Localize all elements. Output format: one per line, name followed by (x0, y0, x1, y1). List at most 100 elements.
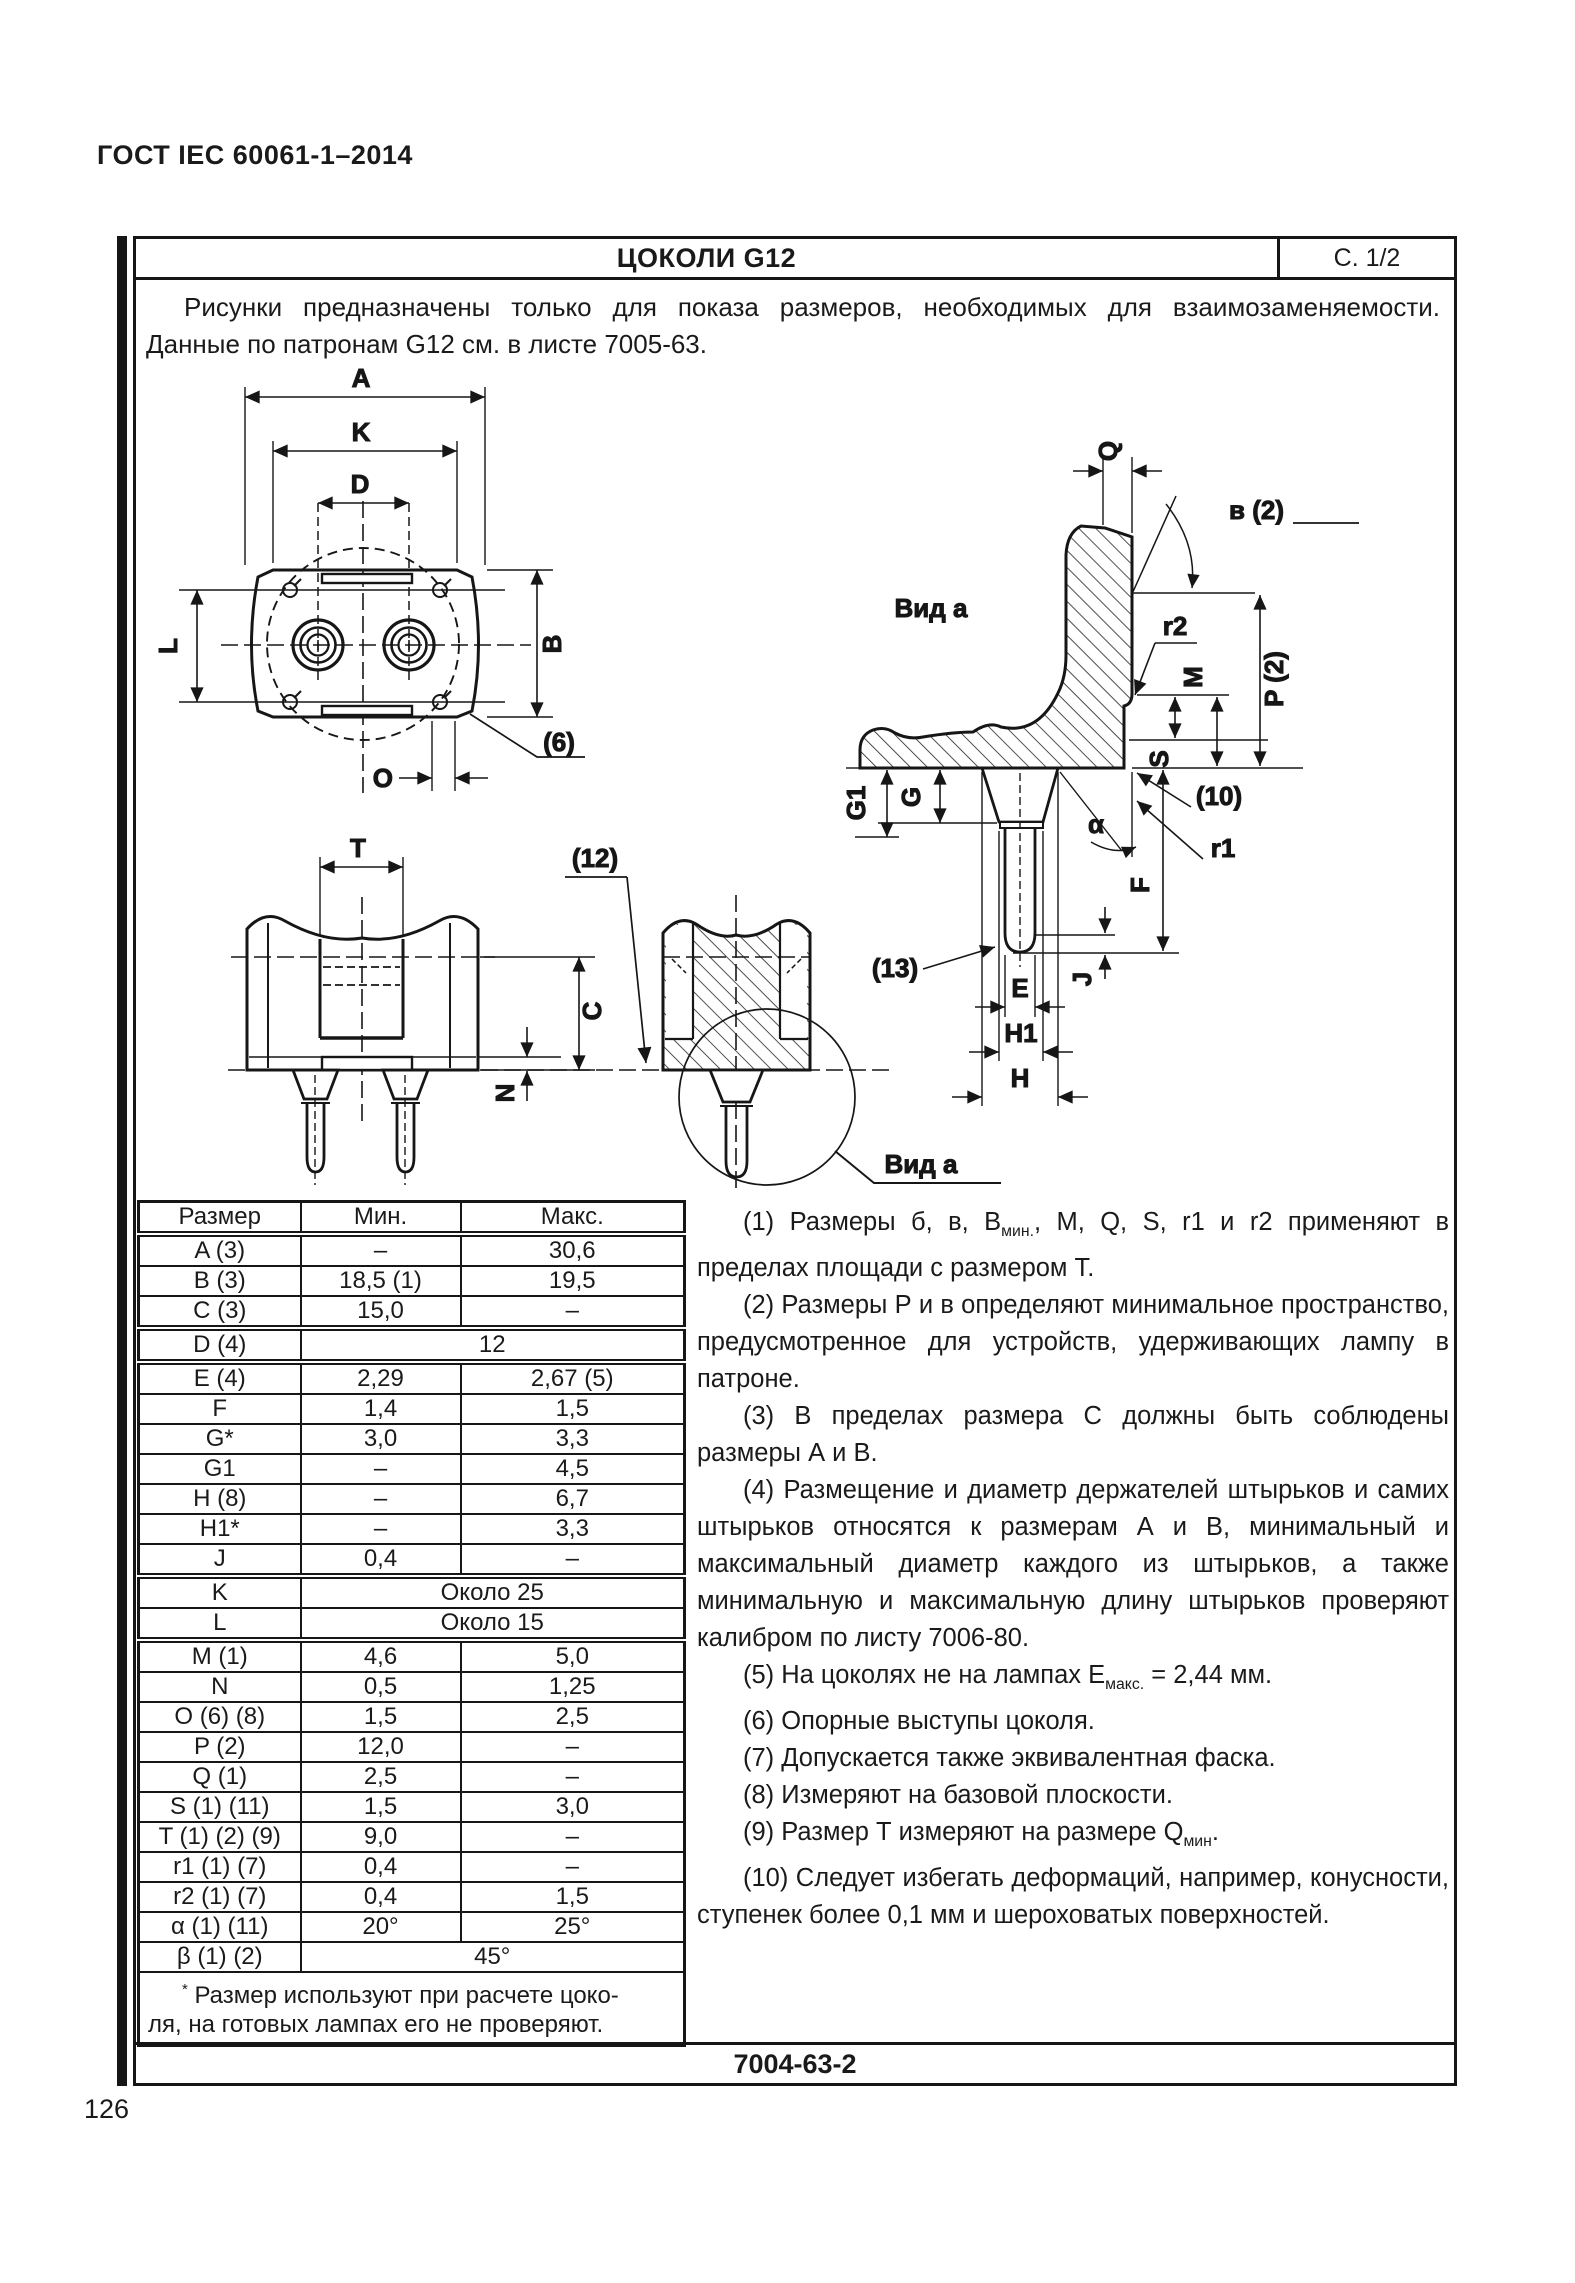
cell-min: – (299, 1233, 462, 1267)
note-label-10: (10) (1196, 781, 1242, 811)
dim-label-o: O (373, 763, 393, 793)
cell-min: 0,4 (299, 1881, 462, 1913)
cell-label: J (137, 1543, 302, 1579)
table-row: B (3)18,5 (1)19,5 (137, 1265, 686, 1297)
intro-line-2: Данные по патронам G12 см. в листе 7005-… (146, 329, 707, 359)
top-view: A K D L B O (153, 363, 585, 794)
table-row: G1–4,5 (137, 1453, 686, 1485)
intro-line-1: Рисунки предназначены только для показа … (184, 292, 1440, 322)
cell-max: 3,3 (459, 1423, 686, 1455)
dim-label-m: M (1178, 666, 1208, 688)
cell-max: – (459, 1851, 686, 1883)
cell-label: P (2) (137, 1731, 302, 1763)
table-row: r1 (1) (7)0,4– (137, 1851, 686, 1883)
cell-label: O (6) (8) (137, 1701, 302, 1733)
cell-label: L (137, 1607, 302, 1643)
cell-max: 3,0 (459, 1791, 686, 1823)
cell-span: 12 (299, 1327, 686, 1365)
cell-label: M (1) (137, 1639, 302, 1673)
cell-label: r2 (1) (7) (137, 1881, 302, 1913)
dim-label-h: H (1011, 1063, 1030, 1093)
cell-max: 3,3 (459, 1513, 686, 1545)
cell-label: Q (1) (137, 1761, 302, 1793)
note-4: (4) Размещение и диаметр держателей штыр… (697, 1476, 1449, 1653)
dim-label-g1: G1 (841, 786, 871, 821)
cell-min: 2,5 (299, 1761, 462, 1793)
cell-label: α (1) (11) (137, 1911, 302, 1943)
table-row: H (8)–6,7 (137, 1483, 686, 1515)
dim-label-b: B (537, 635, 567, 654)
dim-label-p2: P (2) (1259, 651, 1289, 707)
col-header-min: Мин. (299, 1200, 462, 1237)
cell-min: 0,4 (299, 1851, 462, 1883)
cell-max: 1,5 (459, 1881, 686, 1913)
front-pin-right (380, 1068, 431, 1185)
note-9: (9) Размер Т измеряют на размере Qмин. (743, 1818, 1219, 1851)
front-pin-left (290, 1068, 341, 1185)
view-a-label-top: Вид а (895, 593, 968, 623)
note-label-6: (6) (543, 727, 575, 757)
detail-circle (678, 1008, 856, 1186)
standard-sheet: ЦОКОЛИ G12 С. 1/2 Рисунки предназначены … (133, 236, 1457, 2086)
note-3: (3) В пределах размера С должны быть соб… (697, 1402, 1449, 1468)
cell-label: B (3) (137, 1265, 302, 1297)
table-row: β (1) (2)45° (137, 1941, 686, 1973)
section-view: Вид а (661, 895, 1001, 1190)
cell-span: Около 25 (299, 1575, 686, 1609)
view-a-label-bottom: Вид а (885, 1149, 958, 1179)
dim-label-s: S (1144, 750, 1174, 767)
table-row: D (4)12 (137, 1327, 686, 1365)
cell-label: K (137, 1575, 302, 1609)
cell-max: – (459, 1295, 686, 1331)
dim-label-e: E (1011, 973, 1028, 1003)
table-row: C (3)15,0– (137, 1295, 686, 1331)
front-view: T (12) C N (228, 833, 893, 1185)
cell-max: 30,6 (459, 1233, 686, 1267)
cell-min: 2,29 (299, 1361, 462, 1395)
dim-label-l: L (153, 638, 183, 654)
dim-label-q: Q (1093, 441, 1123, 461)
dim-label-r1: r1 (1211, 833, 1236, 863)
table-footnote-row: * Размер используют при расчете цоко-ля,… (137, 1971, 686, 2047)
dim-label-j: J (1067, 972, 1097, 986)
cell-min: 12,0 (299, 1731, 462, 1763)
cell-label: H1* (137, 1513, 302, 1545)
cell-span: 45° (299, 1941, 686, 1973)
note-label-12: (12) (572, 843, 618, 873)
technical-drawing: A K D L B O (153, 363, 1359, 1190)
sheet-title-row: ЦОКОЛИ G12 С. 1/2 (136, 239, 1454, 280)
cell-min: 9,0 (299, 1821, 462, 1853)
note-2: (2) Размеры Р и в определяют минимальное… (697, 1291, 1449, 1394)
side-view: Вид а (841, 440, 1359, 1106)
cell-min: 0,4 (299, 1543, 462, 1579)
table-row: P (2)12,0– (137, 1731, 686, 1763)
cell-max: 6,7 (459, 1483, 686, 1515)
dim-label-k: K (352, 417, 371, 447)
cell-max: 1,5 (459, 1393, 686, 1425)
col-header-max: Макс. (459, 1200, 686, 1237)
cell-min: 20° (299, 1911, 462, 1943)
table-header-row: Размер Мин. Макс. (137, 1200, 686, 1237)
cap-profile (858, 524, 1134, 770)
cell-min: 1,5 (299, 1791, 462, 1823)
sheet-title: ЦОКОЛИ G12 (616, 242, 797, 273)
cell-min: 3,0 (299, 1423, 462, 1455)
cell-min: 0,5 (299, 1671, 462, 1703)
table-footnote: * Размер используют при расчете цоко-ля,… (137, 1971, 686, 2047)
cell-label: D (4) (137, 1327, 302, 1365)
note-1: (1) Размеры б, в, Вмин., M, Q, S, r1 и r… (697, 1208, 1449, 1283)
cell-label: β (1) (2) (137, 1941, 302, 1973)
binding-bar (117, 236, 127, 2086)
intro-paragraph: Рисунки предназначены только для показа … (146, 289, 1440, 363)
cell-min: 1,5 (299, 1701, 462, 1733)
